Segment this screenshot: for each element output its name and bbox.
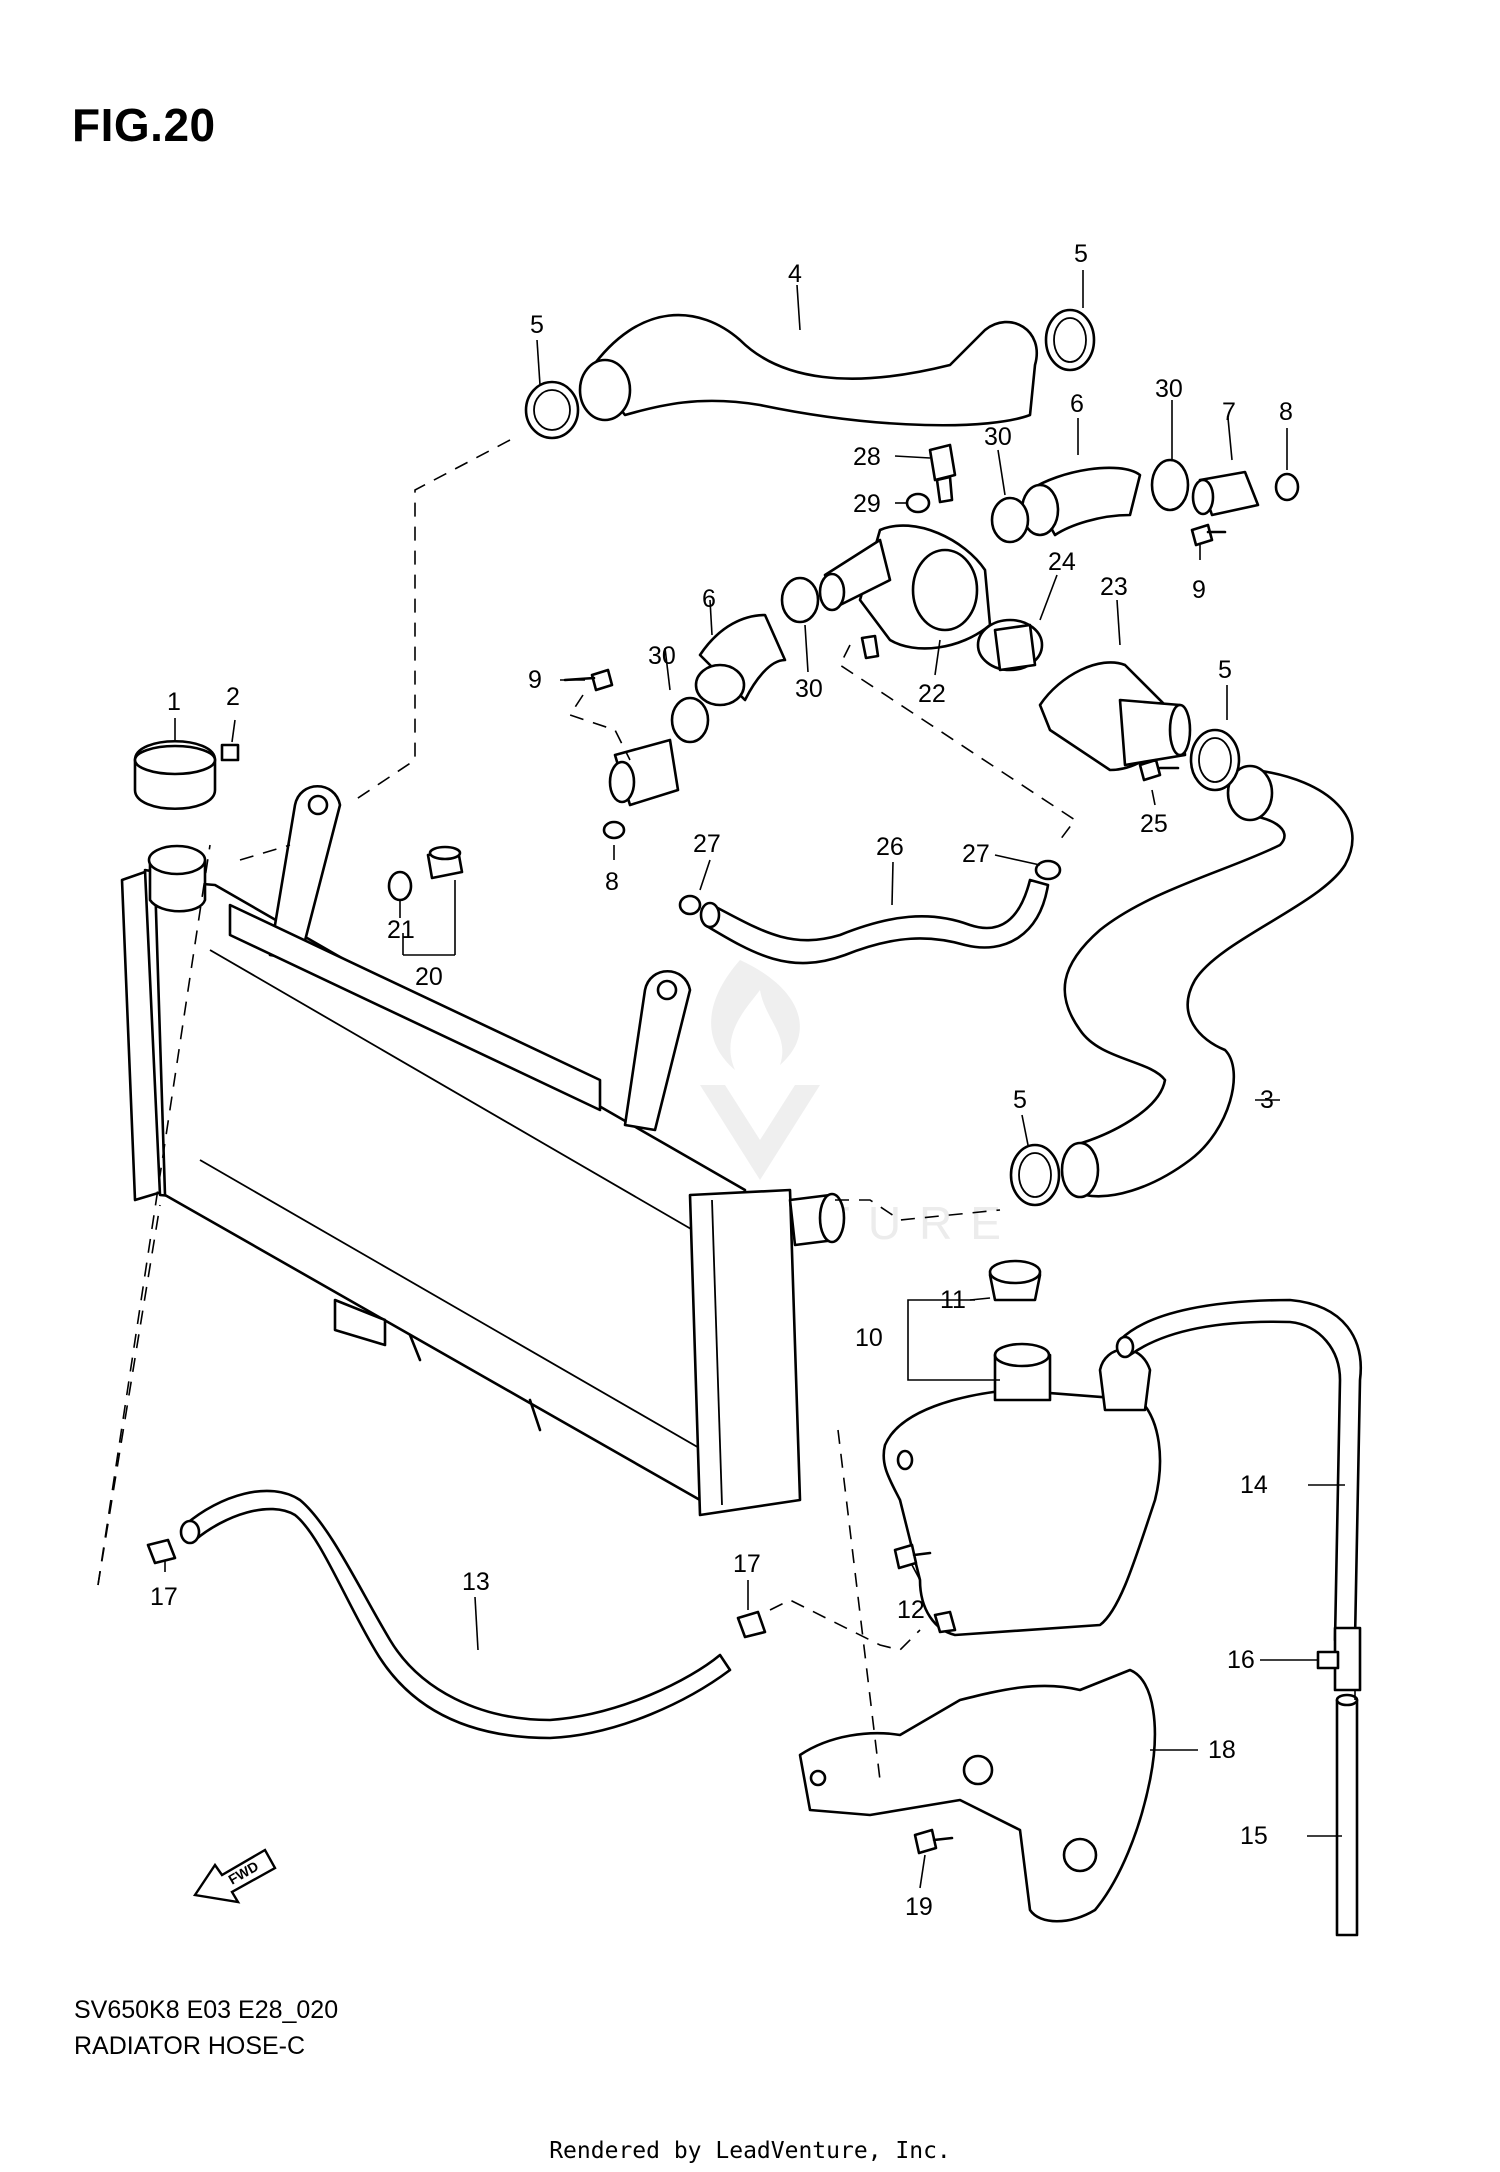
- callout-12: 12: [897, 1596, 925, 1624]
- bolt-25: [1138, 758, 1180, 782]
- callout-17-left: 17: [150, 1583, 178, 1611]
- drain-hose-15: [1335, 1693, 1359, 1937]
- callout-20: 20: [415, 963, 443, 991]
- callout-24: 24: [1048, 548, 1076, 576]
- callout-13: 13: [462, 1568, 490, 1596]
- callout-8-left: 8: [605, 868, 619, 896]
- watermark-logo: [700, 960, 820, 1180]
- callout-26: 26: [876, 833, 904, 861]
- leader-lines: [164, 270, 1345, 1889]
- callout-2: 2: [226, 683, 240, 711]
- reservoir-bracket: [798, 1668, 1157, 1923]
- callout-21: 21: [387, 916, 415, 944]
- callout-30-d: 30: [795, 675, 823, 703]
- callout-27-right: 27: [962, 840, 990, 868]
- callout-19: 19: [905, 1893, 933, 1921]
- callout-9-right: 9: [1192, 576, 1206, 604]
- hose-clamp-5-low: [1009, 1143, 1061, 1207]
- figure-title: FIG.20: [72, 99, 216, 151]
- hose-connector: [608, 738, 680, 807]
- radiator-cap: [133, 739, 217, 811]
- water-hose-6-lower: [694, 613, 787, 707]
- radiator-hose-3: [1060, 764, 1354, 1199]
- callout-29: 29: [853, 490, 881, 518]
- callout-28: 28: [853, 443, 881, 471]
- callout-30-b: 30: [1155, 375, 1183, 403]
- gasket-8-a: [602, 820, 626, 840]
- breather-hose-14: [1115, 1298, 1363, 1642]
- callout-5-left: 5: [530, 311, 544, 339]
- hose-clamp-30-d: [670, 696, 710, 744]
- temp-sensor-28: [928, 443, 957, 504]
- reservoir-cap: [988, 1259, 1042, 1302]
- callout-15: 15: [1240, 1822, 1268, 1850]
- hose-clamp-17-b: [736, 1610, 767, 1639]
- hose-clamp-5-mid: [1189, 728, 1241, 792]
- bolt-9-b: [1190, 523, 1227, 547]
- callout-11: 11: [940, 1286, 966, 1314]
- bypass-hose-26: [699, 878, 1050, 965]
- callout-30-c: 30: [648, 642, 676, 670]
- hose-clamp-30-b: [1150, 458, 1190, 512]
- bolt-12: [893, 1543, 932, 1570]
- callout-16: 16: [1227, 1646, 1255, 1674]
- callout-5-low: 5: [1013, 1086, 1027, 1114]
- hose-clamp-27-a: [678, 894, 702, 916]
- hose-joint-16: [1316, 1626, 1362, 1692]
- cap-screw: [220, 743, 240, 762]
- fan-switch: [426, 845, 464, 880]
- callout-18: 18: [1208, 1736, 1236, 1764]
- reservoir-hose-13: [179, 1489, 732, 1740]
- callout-25: 25: [1140, 810, 1168, 838]
- callout-23: 23: [1100, 573, 1128, 601]
- callout-27-left: 27: [693, 830, 721, 858]
- gasket-21: [387, 870, 413, 902]
- hose-clamp-5-top: [1044, 308, 1096, 372]
- hose-clamp-27-b: [1034, 859, 1062, 881]
- water-hose-6-upper: [1020, 466, 1142, 537]
- hose-clamp-30-c: [780, 576, 820, 624]
- callout-17-right: 17: [733, 1550, 761, 1578]
- rendered-by-credit: Rendered by LeadVenture, Inc.: [549, 2138, 951, 2164]
- radiator-assembly: [120, 784, 846, 1517]
- thermostat-cover: [1038, 661, 1192, 772]
- reservoir-tank: [882, 1342, 1162, 1637]
- callout-6-lower: 6: [702, 585, 716, 613]
- radiator-hose-4: [578, 313, 1038, 427]
- callout-1: 1: [167, 688, 181, 716]
- callout-14: 14: [1240, 1471, 1268, 1499]
- callout-5-top: 5: [1074, 240, 1088, 268]
- callout-30-a: 30: [984, 423, 1012, 451]
- fwd-arrow-icon: FWD: [192, 1848, 277, 1904]
- callout-9-left: 9: [528, 666, 542, 694]
- thermostat-housing: [818, 524, 992, 660]
- callout-labels: 1 2 3 4 5 5 5 5 6 6 7 8 8 9 9 10 11 12 1…: [150, 240, 1293, 1921]
- callout-4: 4: [788, 260, 802, 288]
- callout-7: 7: [1222, 398, 1236, 426]
- callout-3: 3: [1260, 1086, 1274, 1114]
- bolt-19: [913, 1828, 954, 1855]
- hose-clamp-17-a: [146, 1538, 177, 1565]
- gasket-29: [905, 492, 931, 514]
- gasket-8-b: [1274, 472, 1300, 502]
- callout-5-mid: 5: [1218, 656, 1232, 684]
- thermostat: [976, 618, 1044, 672]
- model-code: SV650K8 E03 E28_020: [74, 1996, 339, 2024]
- diagram-name: RADIATOR HOSE-C: [74, 2032, 306, 2060]
- callout-6-upper: 6: [1070, 390, 1084, 418]
- union-7: [1191, 470, 1260, 517]
- assembly-lines: [97, 439, 1356, 1781]
- callout-10: 10: [855, 1324, 883, 1352]
- callout-8-right: 8: [1279, 398, 1293, 426]
- callout-22: 22: [918, 680, 946, 708]
- hose-clamp-5-left: [524, 380, 580, 440]
- hose-clamp-30-a: [990, 496, 1030, 544]
